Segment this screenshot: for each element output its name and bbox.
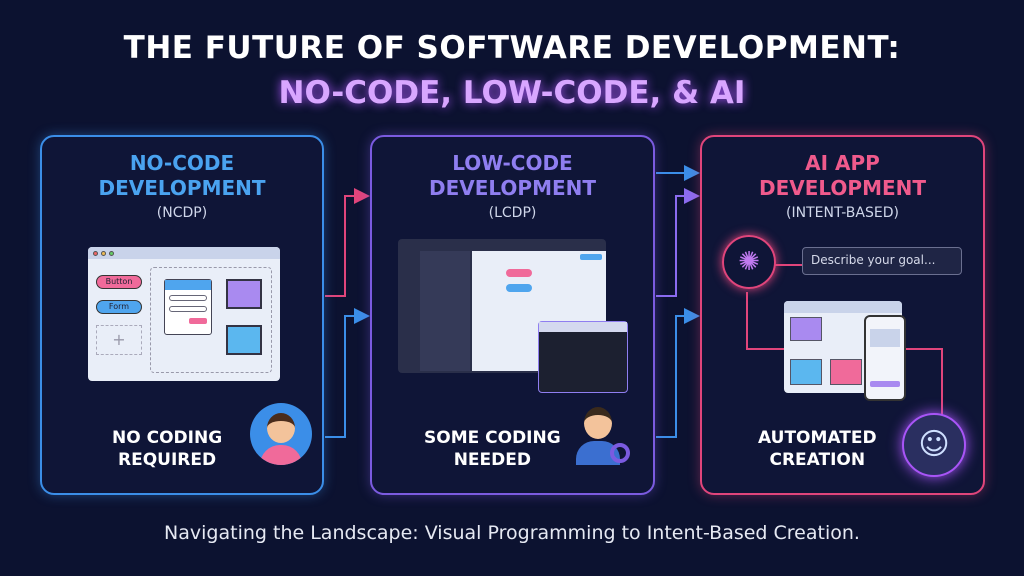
brain-icon: ✺ (722, 235, 776, 289)
panel-subtitle: (INTENT-BASED) (786, 205, 899, 221)
prompt-input[interactable]: Describe your goal... (802, 247, 962, 275)
panel-subtitle: (LCDP) (488, 205, 537, 221)
arrow-2c (656, 308, 700, 438)
no-code-builder-mockup: Button Form + (88, 247, 280, 381)
plus-icon: + (96, 325, 142, 355)
developer-gear-avatar (576, 403, 630, 465)
panel-subtitle: (NCDP) (156, 205, 208, 221)
mock-button: Button (96, 275, 142, 289)
arrow-1a (325, 188, 370, 297)
mobile-mockup (864, 315, 906, 401)
image-icon (226, 279, 262, 309)
title-line-1: THE FUTURE OF SOFTWARE DEVELOPMENT: (123, 30, 901, 66)
form-window-icon (164, 279, 212, 335)
arrow-1b (325, 308, 370, 438)
gear-icon (610, 443, 630, 463)
title-line-2: NO-CODE, LOW-CODE, & AI (278, 75, 746, 111)
generated-web-mockup (784, 301, 902, 393)
footer-caption: Navigating the Landscape: Visual Program… (164, 522, 860, 544)
developer-avatar (250, 403, 312, 465)
arrow-2b (656, 188, 700, 297)
image-icon (226, 325, 262, 355)
mock-form: Form (96, 300, 142, 314)
code-editor-icon (538, 321, 628, 393)
robot-icon: ☺ (902, 413, 966, 477)
